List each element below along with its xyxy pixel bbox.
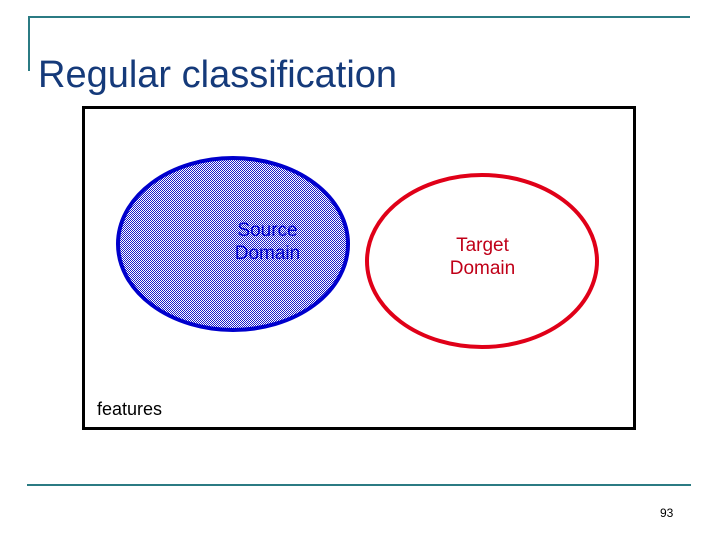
source-domain-ellipse-outline — [116, 156, 350, 332]
target-domain-ellipse — [365, 173, 599, 349]
title-rule-left — [28, 16, 30, 71]
footer-rule — [27, 484, 691, 486]
source-domain-ellipse-fill — [118, 158, 348, 330]
page-title: Regular classification — [38, 54, 398, 97]
features-axis-label: features — [97, 399, 163, 419]
title-rule-top — [28, 16, 690, 18]
venn-diagram-graphic — [116, 156, 599, 349]
page-number: 93 — [660, 506, 674, 520]
venn-diagram-frame: Source Domain Target Domain features — [82, 106, 636, 430]
